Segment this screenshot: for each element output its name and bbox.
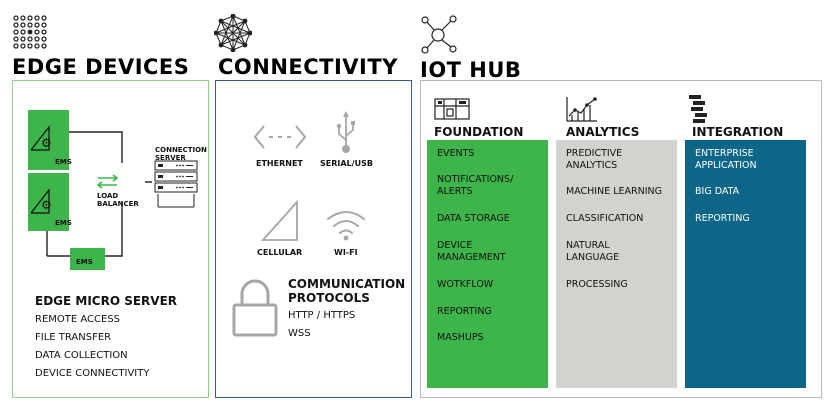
load-balancer-arrows-icon bbox=[96, 174, 119, 189]
analytics-item: PROCESSING bbox=[566, 279, 628, 290]
feature-remote-access: REMOTE ACCESS bbox=[35, 314, 121, 325]
protocols-title: COMMUNICATION PROTOCOLS bbox=[288, 277, 406, 305]
foundation-item: DEVICE MANAGEMENT bbox=[437, 240, 506, 263]
foundation-column-title: FOUNDATION bbox=[434, 125, 524, 139]
analytics-item: CLASSIFICATION bbox=[566, 213, 644, 224]
edge-devices-panel bbox=[12, 80, 209, 398]
foundation-item: NOTIFICATIONS/ ALERTS bbox=[437, 174, 514, 197]
connectivity-heading: CONNECTIVITY bbox=[218, 55, 398, 79]
connectivity-panel bbox=[215, 80, 412, 398]
edge-devices-dots-icon bbox=[13, 15, 47, 49]
protocol-wss: WSS bbox=[288, 328, 311, 339]
integration-item: REPORTING bbox=[695, 213, 750, 224]
integration-column: ENTERPRISE APPLICATION BIG DATA REPORTIN… bbox=[685, 140, 806, 388]
edge-micro-server-title: EDGE MICRO SERVER bbox=[35, 294, 178, 308]
connectivity-network-icon bbox=[214, 14, 252, 52]
lock-icon bbox=[232, 279, 278, 337]
foundation-item: MASHUPS bbox=[437, 332, 484, 343]
integration-item: BIG DATA bbox=[695, 186, 740, 197]
iot-hub-heading: IOT HUB bbox=[420, 58, 522, 82]
cellular-icon bbox=[261, 200, 298, 241]
load-balancer-label: LOAD BALANCER bbox=[97, 192, 139, 208]
analytics-chart-icon bbox=[566, 97, 597, 122]
connection-server-rack-icon bbox=[154, 160, 198, 208]
protocol-http: HTTP / HTTPS bbox=[288, 310, 356, 321]
iot-hub-node-icon bbox=[421, 15, 457, 54]
ethernet-icon bbox=[253, 125, 307, 149]
wifi-label: WI-FI bbox=[334, 248, 358, 257]
feature-data-collection: DATA COLLECTION bbox=[35, 350, 128, 361]
ems-label-2: EMS bbox=[55, 219, 72, 227]
foundation-column: EVENTS NOTIFICATIONS/ ALERTS DATA STORAG… bbox=[427, 140, 548, 388]
integration-item: ENTERPRISE APPLICATION bbox=[695, 148, 757, 171]
gear-icon: ⚙ bbox=[41, 136, 52, 150]
cellular-label: CELLULAR bbox=[257, 248, 303, 257]
connection-server-label: CONNECTION SERVER bbox=[155, 146, 207, 162]
ems-device-3 bbox=[70, 248, 105, 270]
edge-network-diagram bbox=[28, 110, 198, 270]
wifi-icon bbox=[327, 211, 365, 241]
analytics-item: MACHINE LEARNING bbox=[566, 186, 663, 197]
feature-device-connectivity: DEVICE CONNECTIVITY bbox=[35, 368, 150, 379]
ems-label-3: EMS bbox=[76, 258, 93, 266]
edge-devices-heading: EDGE DEVICES bbox=[12, 55, 190, 79]
analytics-item: NATURAL LANGUAGE bbox=[566, 240, 620, 263]
analytics-column-title: ANALYTICS bbox=[566, 125, 640, 139]
feature-file-transfer: FILE TRANSFER bbox=[35, 332, 112, 343]
integration-stack-icon bbox=[689, 95, 707, 123]
ethernet-label: ETHERNET bbox=[256, 159, 303, 168]
usb-icon bbox=[336, 111, 355, 153]
integration-column-title: INTEGRATION bbox=[692, 125, 784, 139]
foundation-item: DATA STORAGE bbox=[437, 213, 510, 224]
serial-usb-label: SERIAL/USB bbox=[320, 159, 373, 168]
foundation-item: REPORTING bbox=[437, 306, 492, 317]
ems-label-1: EMS bbox=[55, 158, 72, 166]
gear-icon: ⚙ bbox=[41, 198, 52, 212]
foundation-item: WOTKFLOW bbox=[437, 279, 494, 290]
foundation-item: EVENTS bbox=[437, 148, 475, 159]
foundation-icon bbox=[434, 98, 470, 120]
analytics-column: PREDICTIVE ANALYTICS MACHINE LEARNING CL… bbox=[556, 140, 677, 388]
analytics-item: PREDICTIVE ANALYTICS bbox=[566, 148, 623, 171]
